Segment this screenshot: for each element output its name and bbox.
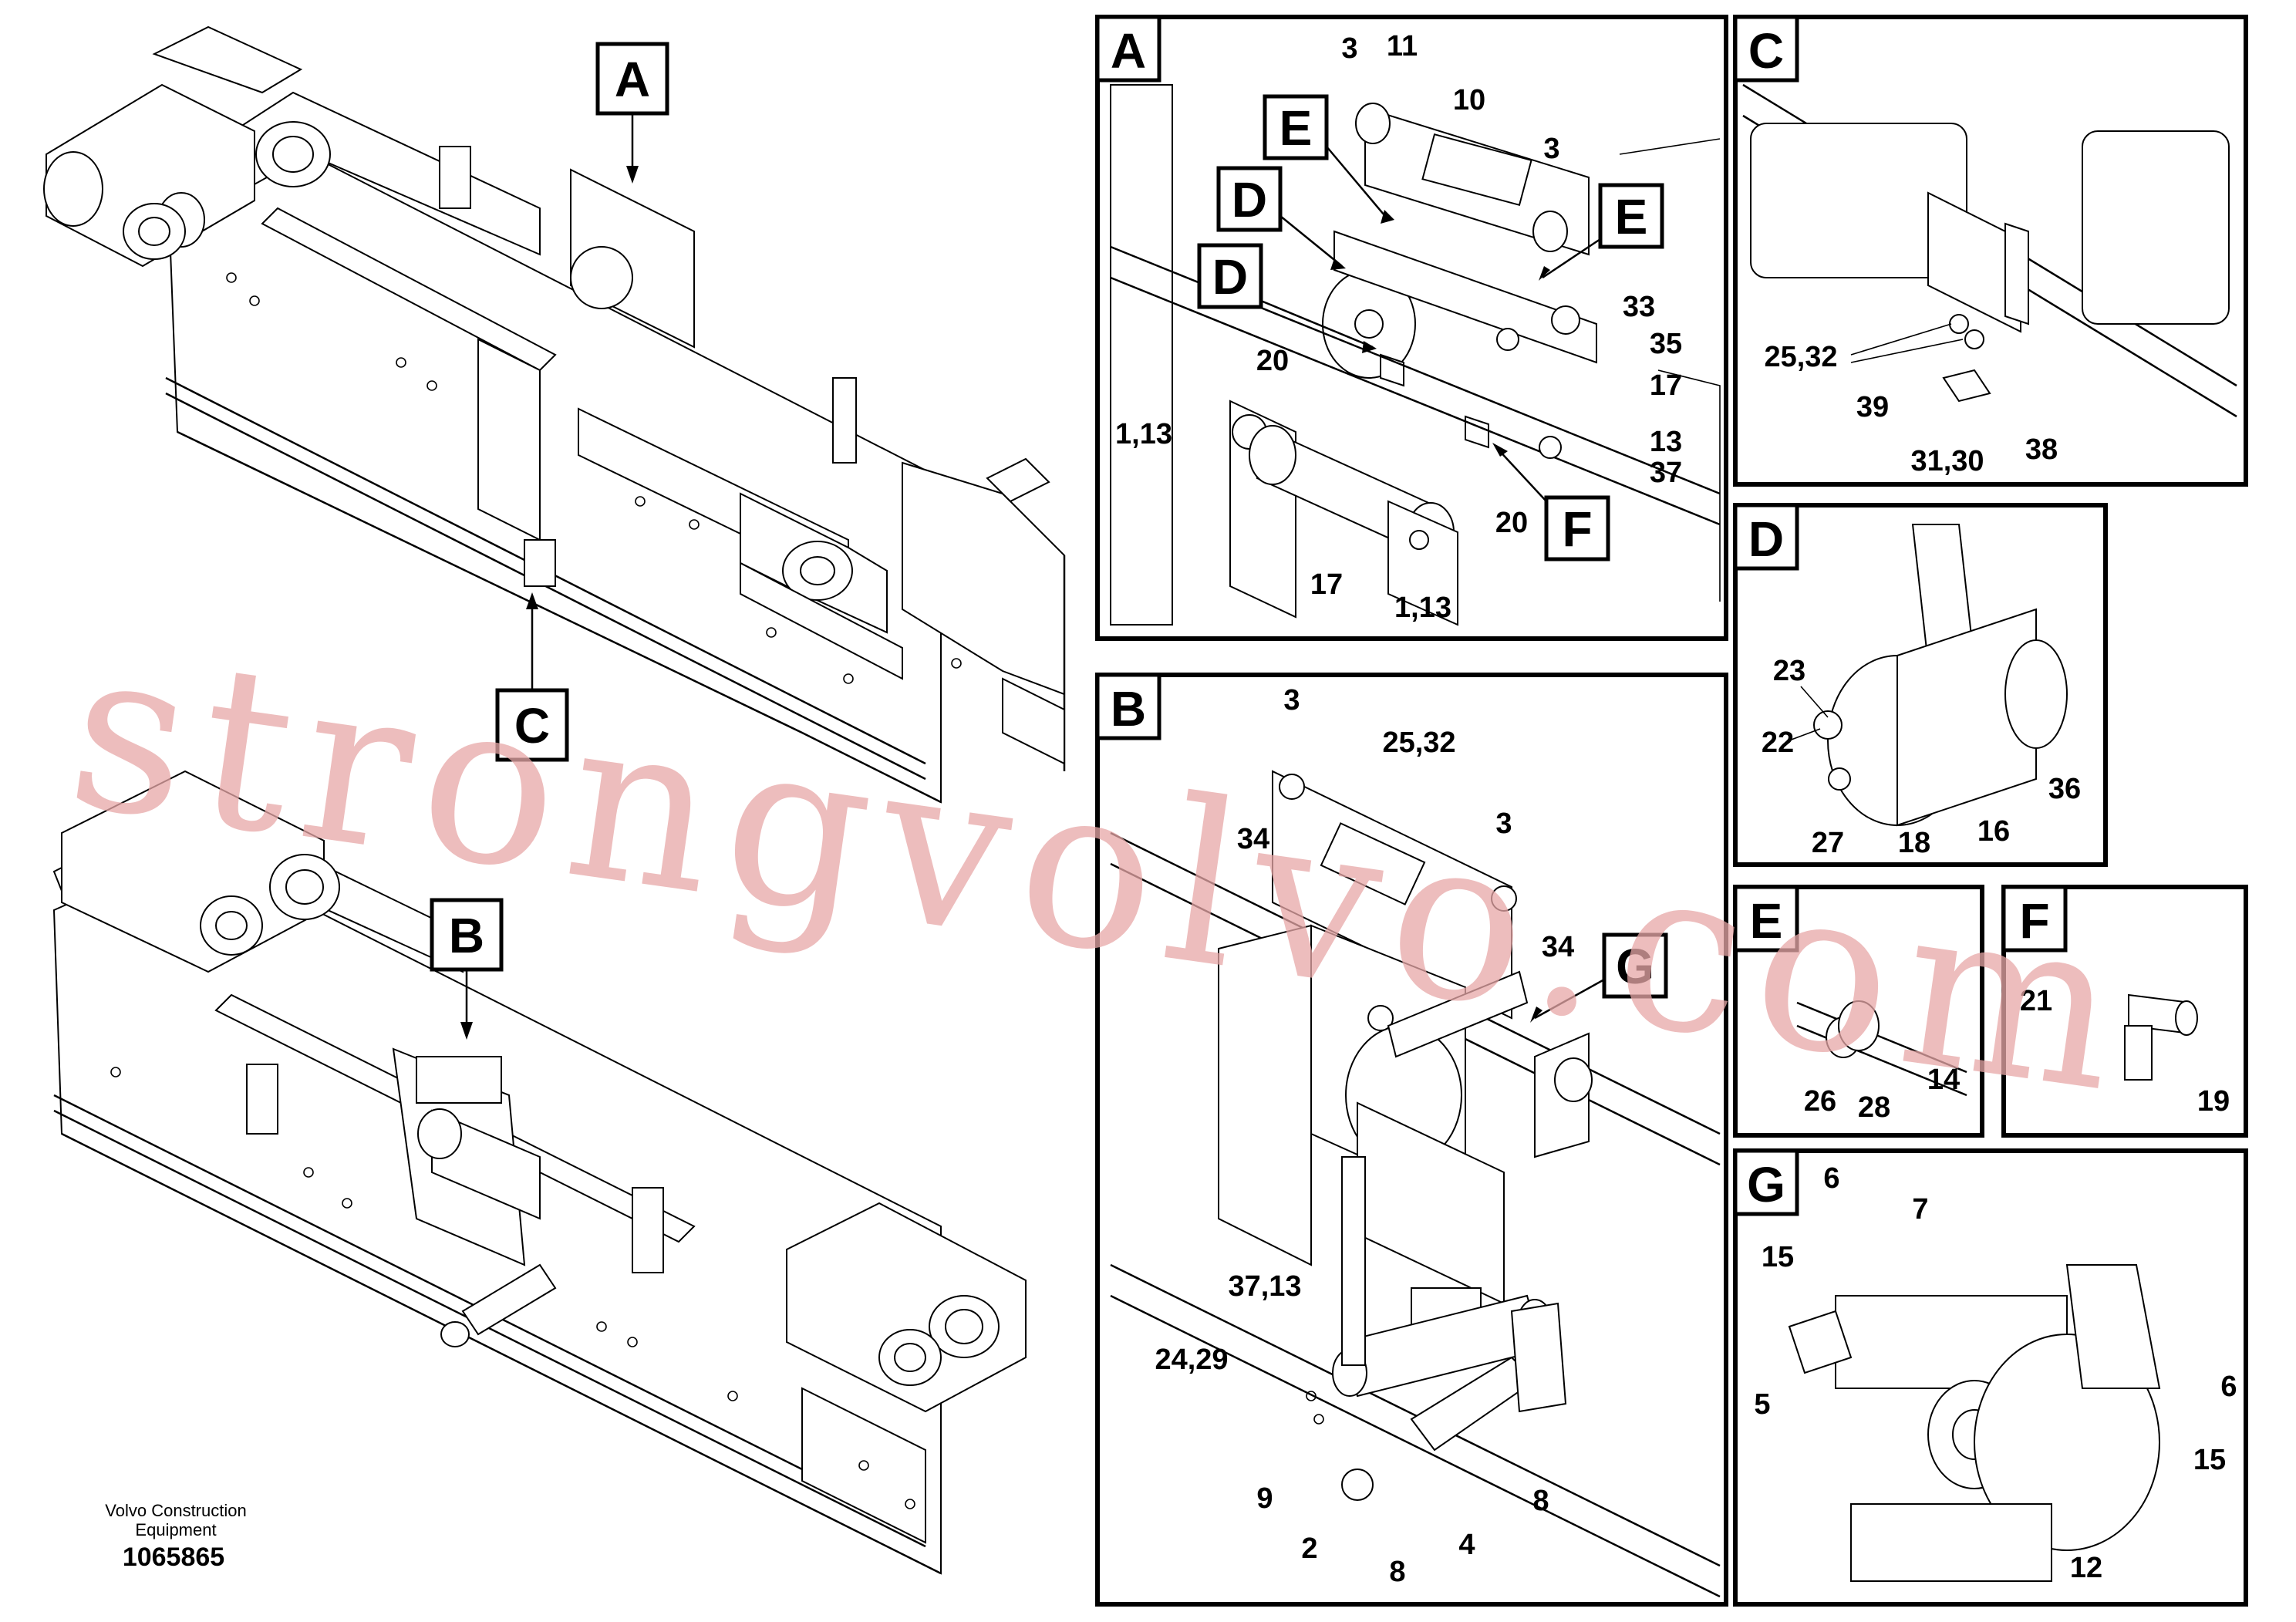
part-label: 20 (1495, 507, 1528, 539)
panel-d-letter: D (1748, 511, 1784, 567)
panel-f-letter: F (2019, 893, 2049, 949)
panel-a-ref-letter: E (1615, 189, 1648, 244)
panel-c-letter: C (1748, 23, 1784, 79)
part-label: 12 (2070, 1552, 2102, 1584)
part-label: 8 (1532, 1485, 1549, 1517)
part-label: 8 (1389, 1556, 1405, 1588)
part-label: 14 (1927, 1064, 1960, 1096)
panel-a: A E D (1095, 15, 1728, 641)
part-label: 37,13 (1228, 1270, 1301, 1303)
panel-a-ref-letter: D (1212, 249, 1248, 305)
part-label: 39 (1856, 391, 1889, 423)
part-label: 13 (1650, 426, 1682, 458)
company-name-line2: Equipment (135, 1520, 216, 1539)
part-label: 3 (1543, 133, 1559, 165)
part-label: 20 (1256, 345, 1289, 377)
panel-d: D 23 22 27 18 16 36 (1733, 503, 2108, 867)
part-label: 26 (1804, 1085, 1836, 1118)
part-label: 1,13 (1115, 418, 1172, 450)
part-label: 33 (1623, 291, 1655, 323)
panel-b: B G 3 25,32 3 34 (1095, 673, 1728, 1607)
panel-a-letter: A (1111, 23, 1146, 79)
part-label: 1,13 (1394, 592, 1451, 624)
part-label: 15 (2193, 1444, 2226, 1476)
part-label: 16 (1977, 815, 2010, 848)
company-name-line1: Volvo Construction (105, 1501, 246, 1520)
panel-a-ref-d-top[interactable]: D (1216, 166, 1346, 270)
part-label: 35 (1650, 328, 1682, 360)
panel-e: E 26 28 14 (1733, 885, 1984, 1138)
panel-e-letter: E (1750, 893, 1783, 949)
part-label: 22 (1762, 727, 1794, 759)
part-label: 2 (1301, 1533, 1317, 1565)
part-label: 4 (1458, 1529, 1475, 1561)
panel-g-letter: G (1747, 1157, 1785, 1212)
part-label: 17 (1650, 369, 1682, 402)
panel-a-ref-e-top[interactable]: E (1263, 94, 1394, 224)
part-label: 11 (1387, 30, 1418, 62)
part-label: 25,32 (1382, 727, 1455, 759)
lower-frame-drawing (52, 770, 1027, 1575)
panel-a-ref-f[interactable]: F (1492, 443, 1610, 561)
part-label: 7 (1912, 1193, 1928, 1226)
part-label: 17 (1310, 568, 1343, 601)
part-label: 23 (1773, 655, 1805, 687)
panel-a-ref-letter: D (1232, 172, 1267, 228)
part-label: 31,30 (1910, 445, 1984, 477)
drawing-number: 1065865 (123, 1543, 224, 1572)
part-label: 21 (2020, 985, 2052, 1017)
callout-c-letter: C (514, 698, 550, 754)
part-label: 28 (1858, 1091, 1890, 1124)
part-label: 18 (1898, 827, 1930, 859)
panel-a-ref-e-right[interactable]: E (1539, 183, 1664, 281)
panel-b-ref-g[interactable]: G (1530, 932, 1668, 1023)
panel-a-ref-d-bottom[interactable]: D (1197, 243, 1377, 353)
part-label: 3 (1341, 32, 1357, 65)
panel-g: G 6 7 15 5 6 15 12 (1733, 1148, 2248, 1607)
part-label: 37 (1650, 457, 1682, 489)
part-label: 25,32 (1764, 341, 1837, 373)
part-label: 3 (1283, 684, 1300, 717)
panel-a-ref-letter: E (1279, 100, 1313, 156)
part-label: 15 (1762, 1241, 1794, 1273)
part-label: 38 (2025, 433, 2058, 466)
part-label: 34 (1542, 931, 1574, 963)
panel-c: C 25,32 39 31,30 38 (1733, 15, 2248, 487)
panel-b-letter: B (1111, 681, 1146, 737)
part-label: 10 (1453, 84, 1485, 116)
part-label: 5 (1754, 1388, 1770, 1421)
part-label: 9 (1256, 1482, 1273, 1515)
callout-a-letter: A (615, 52, 650, 107)
part-label: 3 (1495, 808, 1512, 840)
part-label: 6 (1823, 1162, 1839, 1195)
part-label: 34 (1237, 823, 1269, 855)
panel-b-ref-letter: G (1616, 939, 1654, 994)
callout-b-letter: B (449, 908, 484, 963)
callout-a[interactable]: A (595, 42, 669, 184)
part-label: 19 (2197, 1085, 2230, 1118)
part-label: 27 (1812, 827, 1844, 859)
panel-f: F 21 19 (2001, 885, 2248, 1138)
part-label: 6 (2220, 1371, 2237, 1403)
panel-a-ref-letter: F (1562, 501, 1592, 557)
callout-c[interactable]: C (495, 592, 569, 762)
callout-b[interactable]: B (430, 898, 504, 1040)
upper-frame-drawing (43, 25, 1066, 804)
part-label: 24,29 (1155, 1344, 1228, 1376)
part-label: 36 (2048, 773, 2081, 805)
